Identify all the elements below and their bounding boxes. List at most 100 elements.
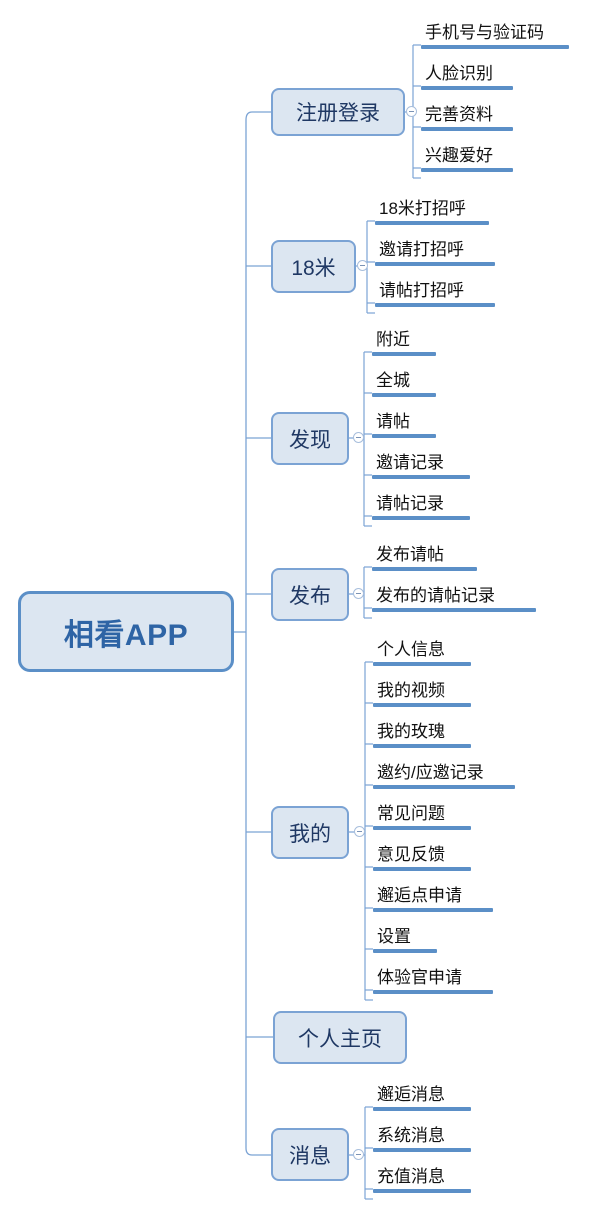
leaf-item[interactable]: 设置 (373, 926, 437, 953)
branch-node-label: 18米 (291, 256, 336, 280)
leaf-label: 附近 (376, 330, 410, 349)
leaf-underline (373, 1189, 471, 1193)
leaf-item[interactable]: 请帖打招呼 (375, 280, 495, 307)
leaf-label: 个人信息 (377, 640, 445, 659)
leaf-underline (375, 303, 495, 307)
leaf-underline (372, 567, 477, 571)
leaf-label: 全城 (376, 371, 410, 390)
leaf-underline (373, 949, 437, 953)
leaf-item[interactable]: 请帖 (372, 411, 436, 438)
branch-node-geren-zhuye[interactable]: 个人主页 (273, 1011, 407, 1064)
collapse-toggle-icon[interactable] (353, 1149, 364, 1160)
leaf-label: 发布的请帖记录 (376, 586, 495, 605)
leaf-underline (372, 608, 536, 612)
leaf-underline (373, 1107, 471, 1111)
leaf-item[interactable]: 体验官申请 (373, 967, 493, 994)
branch-node-label: 发布 (289, 584, 331, 608)
branch-node-wode[interactable]: 我的 (271, 806, 349, 859)
collapse-toggle-icon[interactable] (406, 106, 417, 117)
leaf-underline (421, 45, 569, 49)
leaf-underline (373, 826, 471, 830)
leaf-item[interactable]: 附近 (372, 329, 436, 356)
leaf-label: 我的视频 (377, 681, 445, 700)
leaf-item[interactable]: 全城 (372, 370, 436, 397)
root-node[interactable]: 相看APP (18, 591, 234, 672)
leaf-item[interactable]: 兴趣爱好 (421, 145, 513, 172)
leaf-label: 邀约/应邀记录 (377, 763, 484, 782)
leaf-item[interactable]: 常见问题 (373, 803, 471, 830)
leaf-label: 请帖记录 (376, 494, 444, 513)
leaf-label: 发布请帖 (376, 545, 444, 564)
collapse-toggle-icon[interactable] (353, 588, 364, 599)
leaf-underline (373, 703, 471, 707)
leaf-item[interactable]: 邀请记录 (372, 452, 470, 479)
leaf-underline (373, 1148, 471, 1152)
leaf-underline (375, 262, 495, 266)
branch-node-label: 发现 (289, 428, 331, 452)
collapse-toggle-icon[interactable] (353, 432, 364, 443)
leaf-underline (373, 908, 493, 912)
leaf-item[interactable]: 邀请打招呼 (375, 239, 495, 266)
leaf-underline (421, 168, 513, 172)
leaf-item[interactable]: 发布请帖 (372, 544, 477, 571)
leaf-item[interactable]: 18米打招呼 (375, 198, 489, 225)
leaf-item[interactable]: 手机号与验证码 (421, 22, 569, 49)
leaf-label: 邀请打招呼 (379, 240, 464, 259)
collapse-toggle-icon[interactable] (354, 826, 365, 837)
branch-node-label: 注册登录 (296, 102, 380, 125)
leaf-label: 邂逅点申请 (377, 886, 462, 905)
leaf-label: 意见反馈 (377, 845, 445, 864)
leaf-label: 常见问题 (377, 804, 445, 823)
leaf-label: 体验官申请 (377, 968, 462, 987)
leaf-label: 兴趣爱好 (425, 146, 493, 165)
leaf-item[interactable]: 人脸识别 (421, 63, 513, 90)
branch-node-xiaoxi[interactable]: 消息 (271, 1128, 349, 1181)
leaf-label: 我的玫瑰 (377, 722, 445, 741)
branch-node-zhuce-denglu[interactable]: 注册登录 (271, 88, 405, 136)
leaf-underline (373, 662, 471, 666)
leaf-item[interactable]: 请帖记录 (372, 493, 470, 520)
leaf-item[interactable]: 邂逅消息 (373, 1084, 471, 1111)
leaf-label: 手机号与验证码 (425, 23, 544, 42)
branch-node-fabu[interactable]: 发布 (271, 568, 349, 621)
leaf-label: 请帖 (376, 412, 410, 431)
leaf-label: 完善资料 (425, 105, 493, 124)
leaf-item[interactable]: 个人信息 (373, 639, 471, 666)
leaf-underline (373, 785, 515, 789)
leaf-item[interactable]: 邂逅点申请 (373, 885, 493, 912)
leaf-item[interactable]: 系统消息 (373, 1125, 471, 1152)
leaf-underline (373, 990, 493, 994)
leaf-item[interactable]: 意见反馈 (373, 844, 471, 871)
leaf-underline (375, 221, 489, 225)
leaf-label: 人脸识别 (425, 64, 493, 83)
leaf-underline (373, 744, 471, 748)
leaf-underline (421, 86, 513, 90)
leaf-item[interactable]: 我的视频 (373, 680, 471, 707)
leaf-underline (372, 352, 436, 356)
leaf-label: 邂逅消息 (377, 1085, 445, 1104)
leaf-item[interactable]: 发布的请帖记录 (372, 585, 536, 612)
leaf-item[interactable]: 完善资料 (421, 104, 513, 131)
leaf-label: 充值消息 (377, 1167, 445, 1186)
leaf-underline (372, 516, 470, 520)
leaf-underline (421, 127, 513, 131)
branch-node-18mi[interactable]: 18米 (271, 240, 356, 293)
leaf-item[interactable]: 我的玫瑰 (373, 721, 471, 748)
branch-node-faxian[interactable]: 发现 (271, 412, 349, 465)
leaf-item[interactable]: 邀约/应邀记录 (373, 762, 515, 789)
root-node-label: 相看APP (63, 618, 189, 652)
leaf-underline (372, 434, 436, 438)
leaf-underline (372, 393, 436, 397)
leaf-label: 设置 (377, 927, 411, 946)
collapse-toggle-icon[interactable] (357, 260, 368, 271)
leaf-label: 系统消息 (377, 1126, 445, 1145)
branch-node-label: 我的 (289, 822, 331, 846)
leaf-underline (373, 867, 471, 871)
leaf-label: 18米打招呼 (379, 199, 466, 218)
leaf-item[interactable]: 充值消息 (373, 1166, 471, 1193)
branch-node-label: 消息 (289, 1144, 331, 1168)
leaf-label: 邀请记录 (376, 453, 444, 472)
branch-node-label: 个人主页 (298, 1027, 382, 1051)
leaf-underline (372, 475, 470, 479)
